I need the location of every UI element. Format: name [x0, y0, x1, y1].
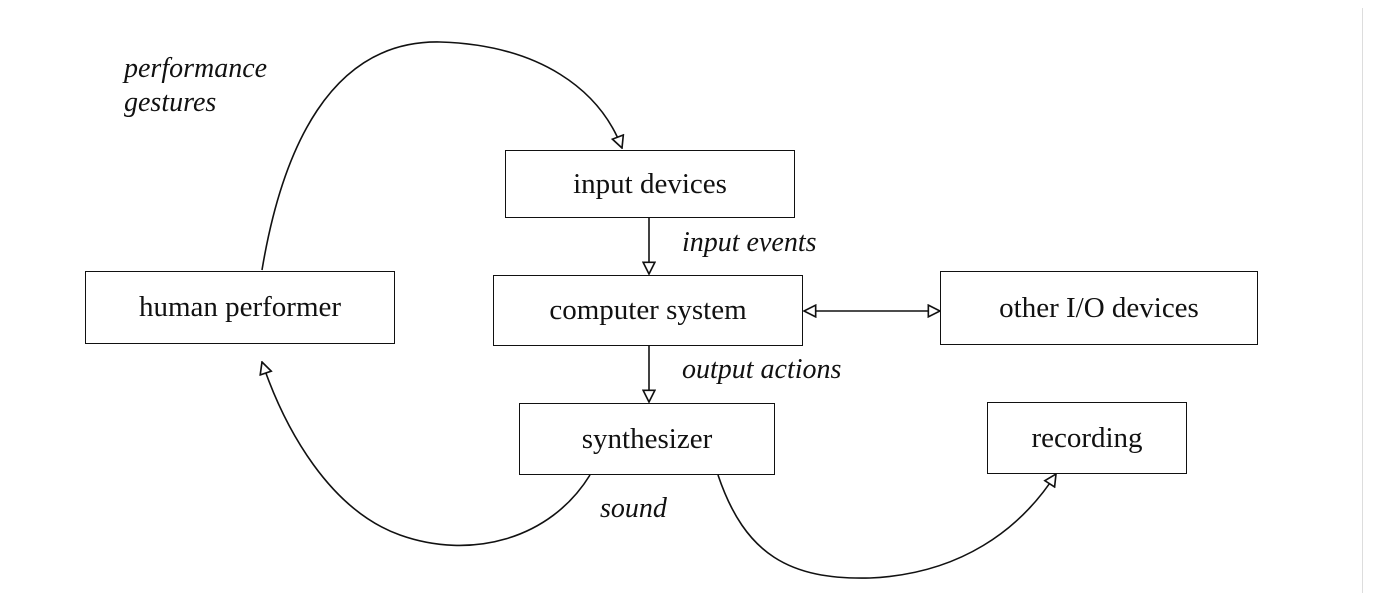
- label-performance: performance: [124, 53, 268, 84]
- node-input-devices: input devices: [505, 150, 795, 218]
- arrow-sound-to-performer: [262, 362, 591, 547]
- arrow-sound-to-recording: [717, 474, 1056, 579]
- node-other-io-devices: other I/O devices: [940, 271, 1258, 345]
- label-input-events: input events: [682, 227, 817, 258]
- label-sound: sound: [600, 493, 667, 524]
- node-synthesizer: synthesizer: [519, 403, 775, 475]
- arrow-performance-gestures: [261, 41, 622, 271]
- label-output-actions: output actions: [682, 354, 842, 385]
- label-gestures: gestures: [124, 87, 217, 118]
- right-edge-rule: [1362, 8, 1363, 593]
- node-computer-system: computer system: [493, 275, 803, 346]
- node-recording: recording: [987, 402, 1187, 474]
- node-human-performer: human performer: [85, 271, 395, 344]
